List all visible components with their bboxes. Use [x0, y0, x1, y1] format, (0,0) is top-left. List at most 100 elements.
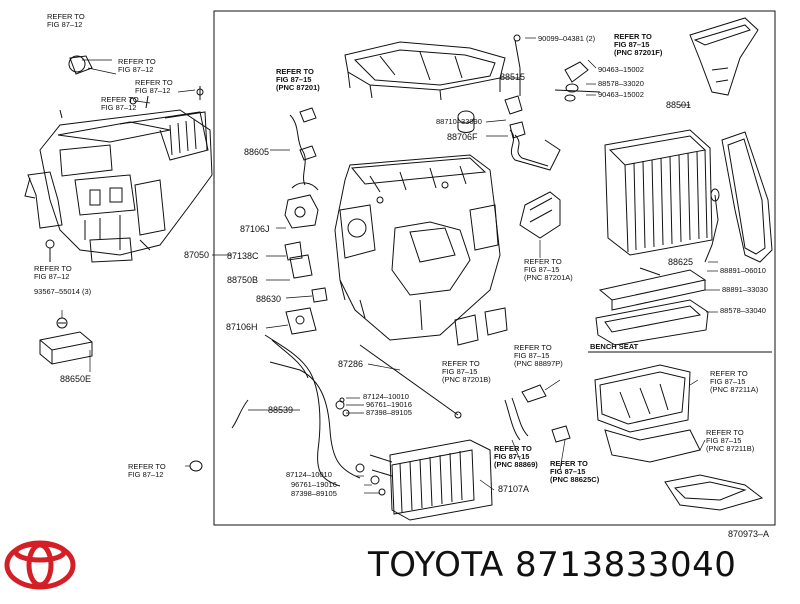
bracket-87201A-drawing	[519, 191, 561, 239]
part-number-label: 88515	[500, 72, 526, 82]
evaporator-88501-drawing	[604, 129, 713, 256]
ref-line: (PNC 87211A)	[710, 385, 759, 394]
part-number-label: 90099–04381 (2)	[538, 34, 596, 43]
ref-line: FIG 87–15	[710, 377, 746, 386]
part-number-label: 96761–19016	[291, 480, 337, 489]
part-number-label: 87398–89105	[291, 489, 337, 498]
ref-line: REFER TO	[118, 57, 156, 66]
part-number-label: 88539	[268, 405, 294, 415]
toyota-logo	[4, 540, 76, 590]
part-number-label: 88710–33090	[436, 117, 482, 126]
part-number-label: 88891–06010	[720, 266, 766, 275]
drawing-number: 870973–A	[728, 529, 770, 539]
part-number-label: 90463–15002	[598, 90, 644, 99]
assembled-heater-unit-drawing	[24, 55, 213, 263]
actuators-drawing	[284, 194, 328, 335]
ref-line: FIG 87–12	[34, 272, 70, 281]
ref-line: (PNC 88897P)	[514, 359, 563, 368]
ref-line: FIG 87–15	[614, 40, 650, 49]
part-number-label: 87124–10010	[286, 470, 332, 479]
ref-line: FIG 87–15	[442, 367, 478, 376]
ref-line: (PNC 88869)	[494, 460, 538, 469]
ref-line: REFER TO	[128, 462, 166, 471]
brand-name: TOYOTA	[368, 545, 504, 585]
part-number-label: 93567–55014 (3)	[34, 287, 92, 296]
duct-87201F-drawing	[689, 17, 759, 96]
part-number-label: 87138C	[227, 251, 259, 261]
part-number-label: 88501	[666, 100, 692, 110]
ref-line: REFER TO	[524, 257, 562, 266]
ref-line: FIG 87–12	[128, 470, 164, 479]
part-number-label: 88578–33040	[720, 306, 766, 315]
part-number-label: 96761–19016	[366, 400, 412, 409]
ref-line: REFER TO	[514, 343, 552, 352]
part-number-label: 87050	[184, 250, 210, 260]
small-hoses-drawing	[504, 384, 571, 443]
valve-parts-drawing	[554, 61, 601, 102]
plug-88710-drawing	[457, 110, 475, 133]
sensor-88625-drawing	[704, 188, 720, 263]
ref-line: FIG 87–15	[276, 75, 312, 84]
part-number: 8713833040	[515, 545, 737, 585]
ref-line: FIG 87–12	[101, 103, 137, 112]
ref-line: FIG 87–15	[514, 351, 550, 360]
part-number-label: 88630	[256, 294, 282, 304]
part-number-label: 87106H	[226, 322, 258, 332]
module-88650E-drawing	[39, 317, 93, 365]
footer-title: TOYOTA 8713833040	[368, 545, 736, 585]
ref-line: (PNC 88625C)	[550, 475, 600, 484]
part-number-label: 87106J	[240, 224, 270, 234]
ref-line: FIG 87–15	[494, 452, 530, 461]
part-number-label: 88605	[244, 147, 270, 157]
part-number-label: 88750B	[227, 275, 259, 285]
part-number-label: 87286	[338, 359, 364, 369]
ref-line: FIG 87–12	[118, 65, 154, 74]
part-number-label: 88650E	[60, 374, 92, 384]
part-number-label: 88706F	[447, 132, 478, 142]
ref-line: REFER TO	[101, 95, 139, 104]
part-number-label: 90463–15002	[598, 65, 644, 74]
ref-line: REFER TO	[47, 12, 85, 21]
ref-line: FIG 87–15	[706, 436, 742, 445]
part-number-label: 87398–89105	[366, 408, 412, 417]
part-number-label: 87107A	[498, 484, 530, 494]
diagram-frame	[213, 10, 776, 526]
ref-line: FIG 87–12	[135, 86, 171, 95]
ref-line: REFER TO	[710, 369, 748, 378]
bench-seat-section-drawing	[588, 351, 772, 511]
ref-line: REFER TO	[614, 32, 652, 41]
heater-core-87107A-drawing	[369, 439, 493, 521]
ref-line: REFER TO	[276, 67, 314, 76]
harness-88605-drawing	[289, 107, 319, 191]
ref-line: REFER TO	[706, 428, 744, 437]
ref-line: (PNC 87201A)	[524, 273, 573, 282]
housing-top-drawing	[344, 41, 506, 101]
gasket-88891-06010-drawing	[721, 131, 773, 263]
ref-line: REFER TO	[135, 78, 173, 87]
filter-panels-drawing	[595, 267, 709, 346]
ref-line: FIG 87–12	[47, 20, 83, 29]
ref-line: (PNC 87211B)	[706, 444, 755, 453]
leader-lines	[49, 37, 720, 494]
ref-line: FIG 87–15	[524, 265, 560, 274]
part-number-label: 88578–33020	[598, 79, 644, 88]
part-number-label: 87124–10010	[363, 392, 409, 401]
hose-88539-drawing	[189, 334, 361, 487]
